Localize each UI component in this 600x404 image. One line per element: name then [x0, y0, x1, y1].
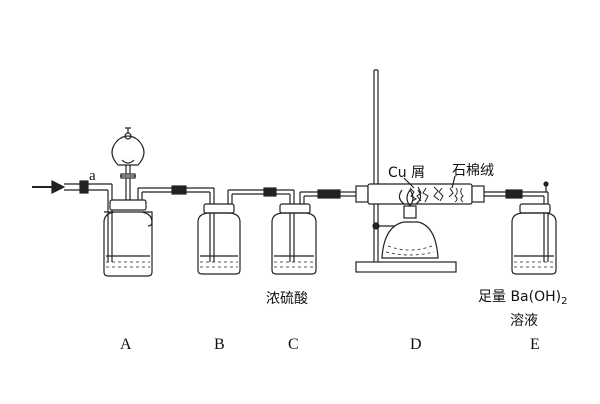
inlet-label: a	[89, 168, 96, 184]
reagent-e-main: 足量 Ba(OH)	[478, 289, 562, 305]
bottle-b	[197, 189, 264, 275]
bottle-e	[511, 203, 557, 275]
bottle-c	[271, 191, 318, 275]
asbestos-label: 石棉绒	[452, 163, 494, 179]
connector-c-d	[317, 189, 356, 199]
label-d: D	[410, 336, 422, 353]
connector-b-c	[263, 187, 295, 262]
connector-a-b	[171, 185, 215, 262]
inlet-tube	[64, 180, 113, 262]
label-c: C	[288, 336, 299, 353]
asbestos-wool	[454, 187, 464, 203]
bottle-a	[103, 187, 172, 277]
reagent-e-label-line2: 溶液	[510, 313, 538, 329]
combustion-tube	[355, 183, 523, 205]
inlet-arrow	[32, 180, 66, 194]
cu-label: Cu 屑	[388, 165, 426, 181]
copper-filings	[409, 186, 454, 203]
cu-pointer	[403, 177, 415, 189]
connector-d-e	[522, 181, 549, 262]
separatory-funnel	[111, 127, 145, 205]
wool-pointer	[451, 175, 456, 189]
reagent-e-subscript: 2	[561, 296, 568, 307]
label-e: E	[530, 336, 540, 353]
label-a: A	[120, 336, 132, 353]
reagent-e-label-line1: 足量 Ba(OH)2	[478, 286, 567, 307]
label-b: B	[214, 336, 225, 353]
alcohol-lamp	[381, 188, 439, 259]
reagent-c-label: 浓硫酸	[266, 291, 308, 307]
